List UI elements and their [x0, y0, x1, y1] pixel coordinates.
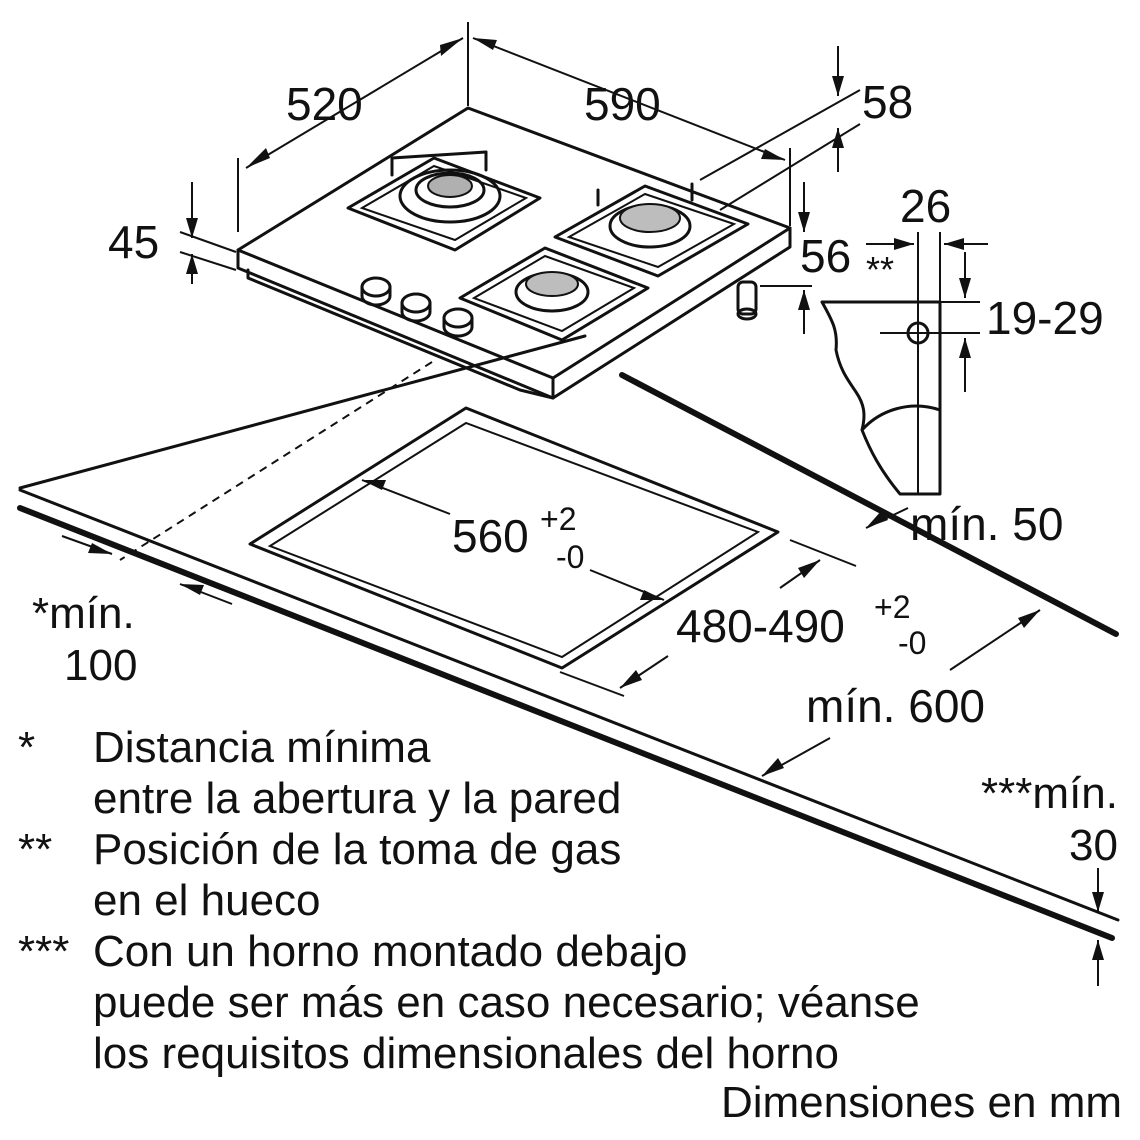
- footnote-1: * Distancia mínima entre la abertura y l…: [18, 722, 920, 824]
- footnotes: * Distancia mínima entre la abertura y l…: [18, 722, 920, 1079]
- countertop: [17, 334, 1120, 941]
- footnote-text: Posición de la toma de gas: [93, 825, 622, 874]
- footnote-text: puede ser más en caso necesario; véanse: [93, 978, 920, 1027]
- dim-min-back-label: mín. 50: [910, 498, 1063, 550]
- dim-cutout-width-label: 560: [452, 510, 529, 562]
- dim-cutout-depth-tol-plus: +2: [874, 589, 910, 625]
- footnote-2: ** Posición de la toma de gas en el huec…: [18, 824, 920, 926]
- footnote-mark: **: [18, 825, 53, 874]
- hob-glass-top: [236, 106, 792, 380]
- footnote-text: entre la abertura y la pared: [93, 774, 622, 823]
- dim-height-label: 45: [108, 216, 159, 268]
- projection-line: [119, 361, 433, 561]
- dim-min-side-label: *mín. 100: [32, 588, 137, 692]
- gas-connector: [736, 280, 758, 321]
- dim-gas-range-label: 19-29: [986, 292, 1104, 344]
- burner-rear-left: [346, 150, 542, 252]
- countertop-back-edge: [619, 372, 1119, 637]
- dim-width-label: 590: [584, 78, 661, 130]
- dim-min-side-line1: *mín.: [32, 589, 135, 638]
- dim-gas-offset-label: 26: [900, 180, 951, 232]
- cabinet-profile: [820, 300, 942, 496]
- dim-cutout-depth-label: 480-490: [676, 600, 845, 652]
- dim-gas-height-label: 56: [800, 230, 851, 282]
- footnote-text: los requisitos dimensionales del horno: [93, 1029, 839, 1078]
- dim-cutout-width-tol-plus: +2: [540, 501, 576, 537]
- dim-cutout-width-tol-minus: -0: [556, 539, 584, 575]
- footnote-mark: ***: [18, 927, 70, 976]
- footnote-text: en el hueco: [93, 876, 321, 925]
- dim-min-below-label: ***mín. 30: [950, 768, 1118, 872]
- dimension-lines: [61, 22, 1104, 986]
- dim-depth-label: 520: [286, 78, 363, 130]
- footnote-mark: *: [18, 723, 36, 772]
- side-section: [820, 232, 960, 496]
- footnote-text: Distancia mínima: [93, 723, 431, 772]
- gas-marker-label: **: [866, 249, 894, 290]
- cutout-inner: [267, 421, 761, 659]
- control-knobs: [360, 276, 474, 338]
- dim-min-below-line2: 30: [1069, 821, 1118, 870]
- dim-min-side-line2: 100: [64, 641, 138, 690]
- dim-min-below-line1: ***mín.: [981, 769, 1118, 818]
- burner-rear-right: [553, 182, 750, 278]
- dim-cutout-depth-tol-minus: -0: [898, 625, 926, 661]
- dim-rear-offset-label: 58: [862, 76, 913, 128]
- countertop-front-edge: [17, 505, 1115, 941]
- footnote-3: *** Con un horno montado debajo puede se…: [18, 926, 920, 1079]
- footnote-text: Con un horno montado debajo: [93, 927, 688, 976]
- units-label: Dimensiones en mm: [720, 1078, 1122, 1127]
- cutout-outer: [248, 406, 780, 670]
- dim-min-depth-label: mín. 600: [806, 680, 985, 732]
- burner-front: [458, 246, 650, 342]
- hob-base: [246, 268, 555, 400]
- hob-drawing: [236, 106, 792, 400]
